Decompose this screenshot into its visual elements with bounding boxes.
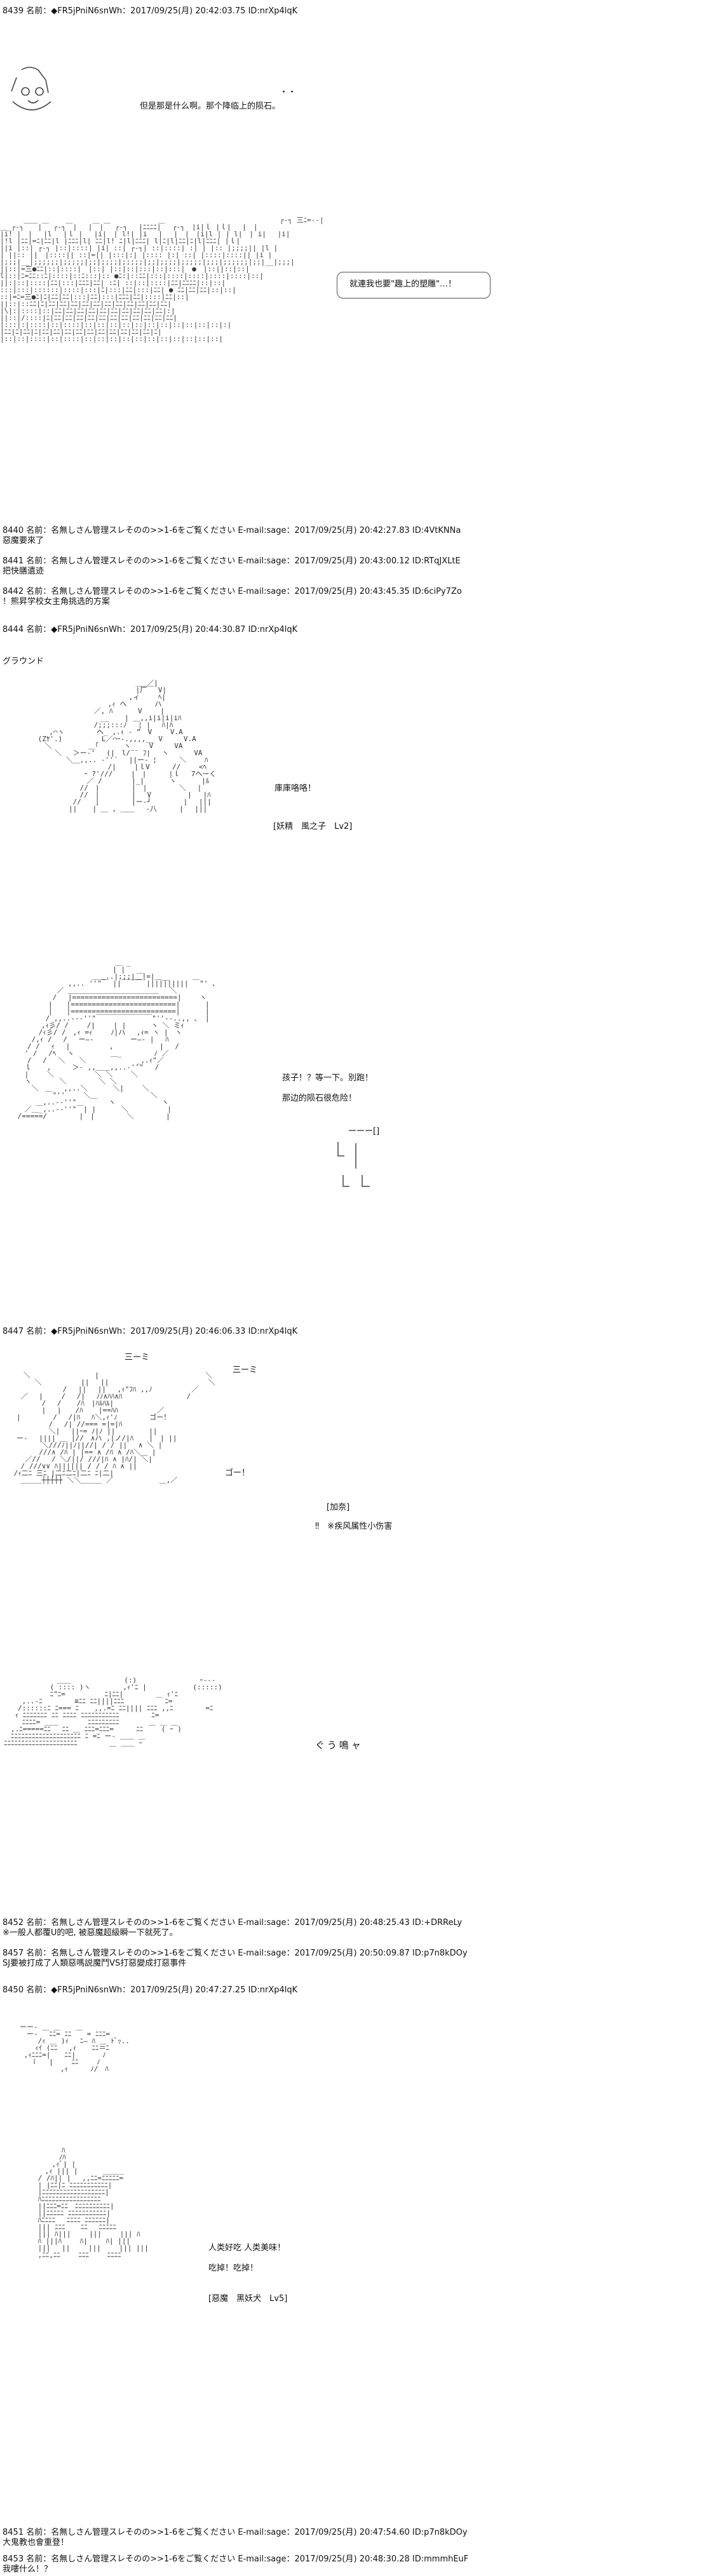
scene4-status: ‼ ※疾风属性小伤害 <box>315 1522 393 1531</box>
post-header: 8451 名前：名無しさん管理スレそのの>>1-6をご覧ください E-mail:… <box>3 2528 468 2537</box>
scene2-stat-label: [妖精 風之子 Lv2] <box>273 822 353 831</box>
scene3-line2: 那边的陨石很危险！ <box>282 1094 357 1103</box>
scene6-stat-label: [惡魔 黑妖犬 Lv5] <box>208 2294 288 2304</box>
scene1-dots: ・・ <box>280 88 297 97</box>
scene2-label: グラウンド <box>3 657 44 666</box>
scene4-name: [加奈] <box>327 1503 350 1512</box>
post-body: ※一般人都覆U的吧, 被惡魔超級瞬一下就死了。 <box>3 1928 178 1938</box>
post-header: 8453 名前：名無しさん管理スレそのの>>1-6をご覧ください E-mail:… <box>3 2554 469 2564</box>
scene6-top-ascii-art: ーー- ＿ ＿ ＿ ー‐ ﾆﾆ= ﾆﾆ = ﾆﾆﾆ= /ｨ ＿ )ｨ ﾆ― ﾊ … <box>19 2023 130 2073</box>
scene1-speech-bubble <box>337 272 491 299</box>
scene5-sfx: ぐう鳴ャ <box>315 1740 363 1751</box>
post-header: 8441 名前：名無しさん管理スレそのの>>1-6をご覧ください E-mail:… <box>3 556 461 566</box>
post-body: 惡魔要來了 <box>3 536 44 546</box>
scene2-ascii-art: ＿_／| |厂￣ V| ,ィ ﾍ| ,ｨ ヘ ハ ／, ﾊ V | __ | ＿… <box>37 680 217 813</box>
post-body: 把快膳遺迹 <box>3 567 44 576</box>
post-header: 8447 名前：◆FR5jPniN6snWh：2017/09/25(月) 20:… <box>3 1327 298 1336</box>
post-header: 8452 名前：名無しさん管理スレそのの>>1-6をご覧ください E-mail:… <box>3 1918 463 1928</box>
post-header: 8440 名前：名無しさん管理スレそのの>>1-6をご覧ください E-mail:… <box>3 526 461 535</box>
scene6-beast-ascii-art: ﾊ ﾉﾊ ,ｨﾞ| | ,ｨ ||| | ＿＿＿ / /ﾊ|| | ,,ﾆﾆ=ﾆ… <box>37 2147 149 2259</box>
scene5-ascii-art: ＿＿ (:) ｰ--‐ ( :::: )ヽ ,ｨ'ﾆ | (:::::) ﾆ"ﾆ… <box>4 1677 222 1747</box>
scene1-bubble-text: 就連我也要"趣上的塑雕"…！ <box>349 279 456 289</box>
post-header: 8442 名前：名無しさん管理スレそのの>>1-6をご覧ください E-mail:… <box>3 587 462 596</box>
scene6-line2: 吃掉！吃掉！ <box>208 2264 259 2273</box>
scene1-dialogue: 但是那是什么啊。那个降临上的陨石。 <box>140 102 281 111</box>
scene4-sfx-right: 三ーミ <box>233 1365 258 1375</box>
post-header: 8457 名前：名無しさん管理スレそのの>>1-6をご覧ください E-mail:… <box>3 1949 468 1958</box>
post-body: SJ要被打成了人類惡嗎説魔鬥VS打惡變成打惡事件 <box>3 1959 187 1968</box>
scene4-sfx-go: ゴー！ <box>225 1468 250 1478</box>
scene4-ascii-art: ＼ | ＼ ＼ || || ＼ / || || ,ｨ"ﾌﾊ ,,ﾉ ／ ／ | … <box>13 1372 215 1484</box>
scene1-ascii-art: ＿＿|￣ ＿ ┌‐┐ 三ﾆ=--| |二 ＿_┌‐┐￣￣|￣ ┌‐┐￣| |￣|… <box>0 216 324 343</box>
scene3-sfx: ーーー[] <box>348 1127 380 1136</box>
scene6-line1: 人类好吃 人类美味！ <box>208 2243 286 2253</box>
scene2-shout: 庫庫咯咯！ <box>274 784 316 793</box>
post-header: 8444 名前：◆FR5jPniN6snWh：2017/09/25(月) 20:… <box>3 625 298 634</box>
scene3-ascii-art: ＿ _ | | __ ＿＿..|;;;|＿|=|＿__ ,,.. ''"￣ ||… <box>17 959 220 1120</box>
post-header: 8450 名前：◆FR5jPniN6snWh：2017/09/25(月) 20:… <box>3 1985 298 1995</box>
scene4-sfx-top: 三ーミ <box>125 1353 150 1362</box>
post-body: 我嘍什么！？ <box>3 2565 53 2574</box>
scene3-small-figure <box>337 1142 370 1187</box>
post-body: ！熊昇学校女主角挑选的方案 <box>3 597 111 607</box>
post-body: 大鬼教也會重登！ <box>3 2538 69 2547</box>
post-header: 8439 名前：◆FR5jPniN6snWh：2017/09/25(月) 20:… <box>3 6 298 16</box>
scene3-line1: 孩子！？等一下。別跑！ <box>282 1073 374 1083</box>
mascot-face-art <box>11 67 51 111</box>
